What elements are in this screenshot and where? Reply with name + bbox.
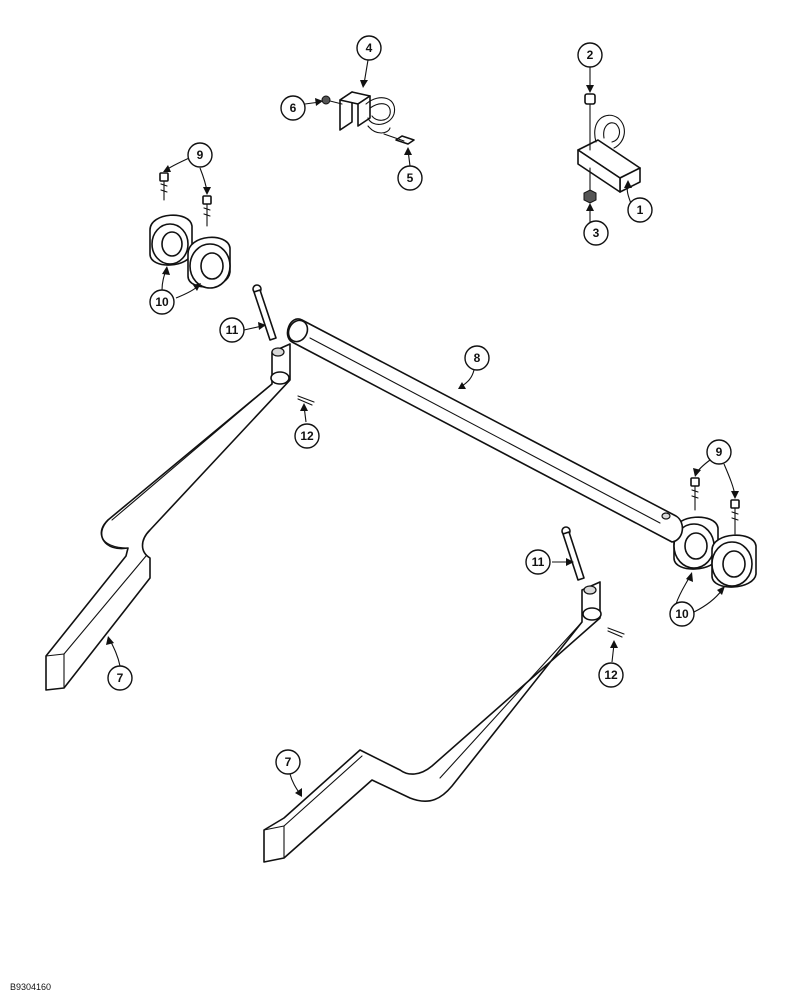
svg-text:7: 7 bbox=[117, 671, 124, 685]
leader-lines bbox=[106, 59, 739, 797]
drawing-id: B9304160 bbox=[10, 982, 51, 992]
svg-text:12: 12 bbox=[604, 668, 618, 682]
callout-8: 8 bbox=[464, 345, 490, 371]
shaft bbox=[286, 318, 684, 543]
arm-left bbox=[45, 343, 291, 691]
svg-text:1: 1 bbox=[637, 203, 644, 217]
callout-10-right: 10 bbox=[669, 601, 695, 627]
callout-6: 6 bbox=[280, 95, 306, 121]
svg-text:12: 12 bbox=[300, 429, 314, 443]
arm-right bbox=[263, 581, 602, 863]
collar-set-left bbox=[149, 172, 231, 289]
svg-text:10: 10 bbox=[675, 607, 689, 621]
callout-2: 2 bbox=[577, 42, 603, 68]
svg-text:8: 8 bbox=[474, 351, 481, 365]
collar-set-right bbox=[673, 477, 757, 588]
callout-10-left: 10 bbox=[149, 289, 175, 315]
callout-9-left: 9 bbox=[187, 142, 213, 168]
callout-11-left: 11 bbox=[219, 317, 245, 343]
callout-4: 4 bbox=[356, 35, 382, 61]
cotter-pin-left bbox=[297, 395, 315, 406]
svg-text:11: 11 bbox=[532, 555, 545, 569]
callout-12-left: 12 bbox=[294, 423, 320, 449]
svg-text:9: 9 bbox=[716, 445, 723, 459]
callout-9-right: 9 bbox=[706, 439, 732, 465]
svg-text:3: 3 bbox=[593, 226, 600, 240]
svg-text:4: 4 bbox=[366, 41, 373, 55]
svg-text:9: 9 bbox=[197, 148, 204, 162]
callout-12-right: 12 bbox=[598, 662, 624, 688]
svg-text:10: 10 bbox=[155, 295, 169, 309]
bracket-assembly-left bbox=[321, 91, 415, 145]
callout-11-right: 11 bbox=[525, 549, 551, 575]
callout-1: 1 bbox=[627, 197, 653, 223]
svg-text:7: 7 bbox=[285, 755, 292, 769]
svg-text:5: 5 bbox=[407, 171, 414, 185]
callout-3: 3 bbox=[583, 220, 609, 246]
pin-right bbox=[561, 526, 585, 581]
callout-7-left: 7 bbox=[107, 665, 133, 691]
svg-text:6: 6 bbox=[290, 101, 297, 115]
callout-5: 5 bbox=[397, 165, 423, 191]
cotter-pin-right bbox=[607, 627, 625, 638]
svg-text:2: 2 bbox=[587, 48, 594, 62]
pin-left bbox=[252, 284, 277, 341]
svg-text:11: 11 bbox=[226, 323, 239, 337]
callout-7-right: 7 bbox=[275, 749, 301, 775]
